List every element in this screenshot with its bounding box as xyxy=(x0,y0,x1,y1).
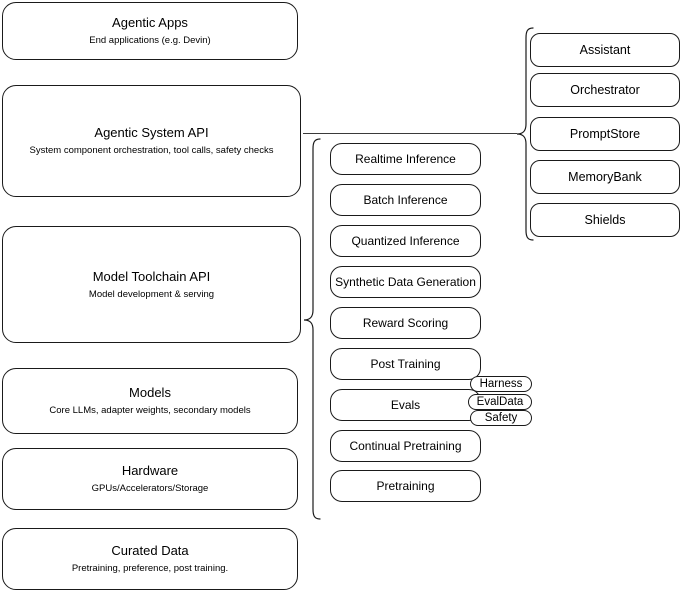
evals-badge-label: Safety xyxy=(484,412,518,424)
toolchain-box-quantized-inference[interactable]: Quantized Inference xyxy=(330,225,481,257)
layer-subtitle: Pretraining, preference, post training. xyxy=(71,563,229,574)
toolchain-title: Quantized Inference xyxy=(351,234,460,248)
layer-subtitle: GPUs/Accelerators/Storage xyxy=(91,483,209,494)
layer-box-models[interactable]: Models Core LLMs, adapter weights, secon… xyxy=(2,368,298,434)
evals-badge-evaldata[interactable]: EvalData xyxy=(468,394,532,410)
layer-box-curated-data[interactable]: Curated Data Pretraining, preference, po… xyxy=(2,528,298,590)
agentic-title: Orchestrator xyxy=(570,83,640,97)
agentic-box-memorybank[interactable]: MemoryBank xyxy=(530,160,680,194)
layer-box-hardware[interactable]: Hardware GPUs/Accelerators/Storage xyxy=(2,448,298,510)
toolchain-title: Post Training xyxy=(370,357,441,371)
evals-badge-safety[interactable]: Safety xyxy=(470,410,532,426)
toolchain-box-continual-pretraining[interactable]: Continual Pretraining xyxy=(330,430,481,462)
evals-badge-label: Harness xyxy=(479,378,523,390)
connector-line-agentic-system xyxy=(303,133,517,134)
agentic-title: MemoryBank xyxy=(568,170,642,184)
agentic-box-assistant[interactable]: Assistant xyxy=(530,33,680,67)
toolchain-title: Pretraining xyxy=(376,479,435,493)
evals-badge-harness[interactable]: Harness xyxy=(470,376,532,392)
toolchain-box-evals[interactable]: Evals xyxy=(330,389,481,421)
layer-title: Model Toolchain API xyxy=(92,268,211,284)
layer-subtitle: Model development & serving xyxy=(88,288,215,300)
layer-title: Agentic System API xyxy=(94,125,209,140)
toolchain-box-batch-inference[interactable]: Batch Inference xyxy=(330,184,481,216)
toolchain-box-post-training[interactable]: Post Training xyxy=(330,348,481,380)
toolchain-title: Evals xyxy=(390,398,421,412)
layer-subtitle: Core LLMs, adapter weights, secondary mo… xyxy=(49,405,251,416)
toolchain-title: Continual Pretraining xyxy=(349,439,462,453)
agentic-box-orchestrator[interactable]: Orchestrator xyxy=(530,73,680,107)
toolchain-title: Reward Scoring xyxy=(362,316,449,330)
evals-badge-label: EvalData xyxy=(476,396,524,408)
layer-title: Agentic Apps xyxy=(112,15,188,30)
agentic-title: Assistant xyxy=(579,43,631,57)
toolchain-box-realtime-inference[interactable]: Realtime Inference xyxy=(330,143,481,175)
layer-title: Curated Data xyxy=(111,543,189,558)
layer-box-agentic-apps[interactable]: Agentic Apps End applications (e.g. Devi… xyxy=(2,2,298,60)
layer-subtitle: End applications (e.g. Devin) xyxy=(89,35,211,46)
agentic-title: PromptStore xyxy=(569,127,641,141)
toolchain-title: Realtime Inference xyxy=(355,152,456,166)
toolchain-box-synthetic-data-generation[interactable]: Synthetic Data Generation xyxy=(330,266,481,298)
toolchain-title: Batch Inference xyxy=(363,193,448,207)
layer-subtitle: System component orchestration, tool cal… xyxy=(29,145,274,156)
toolchain-box-pretraining[interactable]: Pretraining xyxy=(330,470,481,502)
layer-title: Hardware xyxy=(121,463,179,478)
toolchain-title: Synthetic Data Generation xyxy=(335,275,476,289)
layer-box-model-toolchain-api[interactable]: Model Toolchain API Model development & … xyxy=(2,226,301,343)
brace-model-toolchain xyxy=(303,138,321,520)
layer-title: Models xyxy=(129,385,171,400)
toolchain-box-reward-scoring[interactable]: Reward Scoring xyxy=(330,307,481,339)
layer-box-agentic-system-api[interactable]: Agentic System API System component orch… xyxy=(2,85,301,197)
agentic-box-promptstore[interactable]: PromptStore xyxy=(530,117,680,151)
agentic-title: Shields xyxy=(584,213,626,227)
agentic-box-shields[interactable]: Shields xyxy=(530,203,680,237)
brace-agentic-system xyxy=(516,27,534,241)
